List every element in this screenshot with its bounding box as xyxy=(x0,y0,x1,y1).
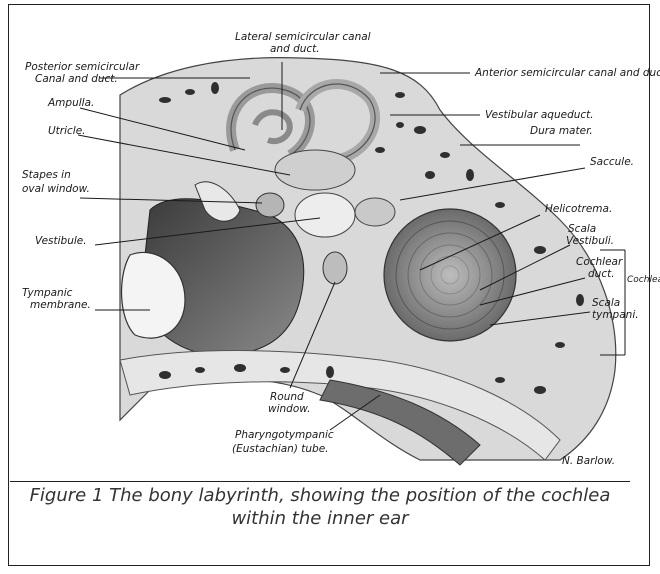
label-posterior-canal-1: Posterior semicircular xyxy=(25,61,140,73)
label-vestibule: Vestibule. xyxy=(35,235,87,247)
label-saccule: Saccule. xyxy=(590,156,634,168)
label-cochlea: Cochlea xyxy=(627,275,660,285)
label-pharyngo-2: (Eustachian) tube. xyxy=(232,443,329,455)
stapes-shape xyxy=(256,193,284,217)
label-tympanic-membrane-2: membrane. xyxy=(30,299,91,311)
label-posterior-canal-2: Canal and duct. xyxy=(35,73,118,85)
label-helicotrema: Helicotrema. xyxy=(545,203,612,215)
label-stapes-1: Stapes in xyxy=(22,169,71,181)
label-scala-vestibuli-2: Vestibuli. xyxy=(566,235,614,247)
figure-caption: Figure 1 The bony labyrinth, showing the… xyxy=(10,484,630,530)
utricle-shape xyxy=(275,150,355,190)
cochlea-spiral xyxy=(384,209,516,341)
label-ampulla: Ampulla. xyxy=(47,97,94,109)
label-vestibular-aqueduct: Vestibular aqueduct. xyxy=(485,109,594,121)
label-scala-tympani-1: Scala xyxy=(592,297,620,309)
artist-signature: N. Barlow. xyxy=(562,455,615,467)
label-pharyngo-1: Pharyngotympanic xyxy=(235,429,334,441)
label-lateral-canal-2: and duct. xyxy=(270,43,320,55)
caption-divider xyxy=(10,481,630,482)
label-dura-mater: Dura mater. xyxy=(530,125,593,137)
label-cochlear-duct-1: Cochlear xyxy=(576,256,623,268)
label-round-window-1: Round xyxy=(270,391,304,403)
label-anterior-canal: Anterior semicircular canal and duct. xyxy=(474,67,660,79)
label-tympanic-membrane-1: Tympanic xyxy=(22,287,73,299)
label-utricle: Utricle. xyxy=(48,125,86,137)
label-round-window-2: window. xyxy=(268,403,311,415)
vestibule-shape xyxy=(295,193,355,237)
round-window-shape xyxy=(323,252,347,284)
label-scala-vestibuli-1: Scala xyxy=(568,223,596,235)
label-cochlear-duct-2: duct. xyxy=(588,268,615,280)
inner-ear-drawing: Lateral semicircular canal and duct. Pos… xyxy=(0,0,660,480)
label-stapes-2: oval window. xyxy=(22,183,90,195)
label-scala-tympani-2: tympani. xyxy=(592,309,639,321)
saccule-shape xyxy=(355,198,395,226)
label-lateral-canal-1: Lateral semicircular canal xyxy=(235,31,371,43)
